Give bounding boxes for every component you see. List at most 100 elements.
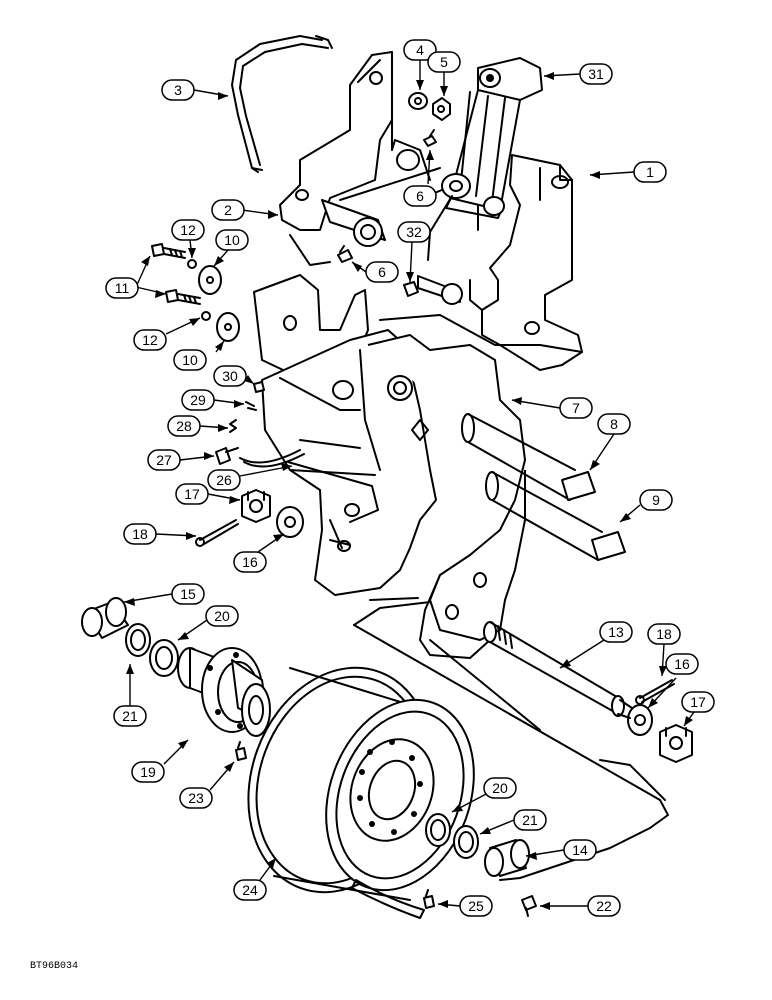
part-2-left-bracket	[279, 51, 479, 266]
callout-20-right-label: 20	[492, 780, 508, 796]
callout-4-label: 4	[416, 42, 424, 58]
callout-18-left: 18	[123, 523, 197, 545]
part-6-fitting-lower	[337, 245, 353, 263]
part-17-castle-nut-left	[241, 489, 271, 523]
part-20-bearing-cone-left	[149, 639, 179, 677]
callout-21-left-label: 21	[122, 708, 138, 724]
figure-code: BT96B034	[30, 961, 79, 972]
callout-17-right: 17	[681, 691, 715, 727]
callout-20-right: 20	[451, 777, 517, 813]
callout-17-left-label: 17	[184, 486, 200, 502]
callout-12-upper: 12	[171, 219, 205, 259]
callout-16-right: 16	[647, 653, 699, 709]
part-11-bolt-lower	[165, 289, 201, 305]
part-14-bushing-right	[484, 839, 530, 877]
callout-18-left-label: 18	[132, 526, 148, 542]
callout-22-label: 22	[596, 898, 612, 914]
callout-2-label: 2	[224, 202, 232, 218]
callout-7-label: 7	[572, 400, 580, 416]
callout-3-label: 3	[174, 82, 182, 98]
part-12-lockwasher-upper	[187, 259, 197, 269]
callout-12-upper-label: 12	[180, 222, 196, 238]
callout-32-label: 32	[406, 224, 422, 240]
part-12-lockwasher-lower	[201, 311, 211, 321]
callout-6-lower-label: 6	[378, 264, 386, 280]
part-29-spring-clip	[245, 401, 257, 411]
callout-15-label: 15	[180, 586, 196, 602]
callout-16-left: 16	[233, 533, 285, 573]
callout-8: 8	[589, 413, 631, 471]
callout-5: 5	[427, 51, 461, 96]
part-16-washer-right	[627, 704, 653, 736]
parts-artwork	[81, 35, 693, 919]
callout-25: 25	[437, 895, 493, 917]
part-30-plug	[253, 381, 265, 393]
part-22-screw	[521, 895, 537, 917]
callout-9-label: 9	[652, 492, 660, 508]
part-27-screw	[215, 447, 239, 465]
callout-10-lower-label: 10	[182, 352, 198, 368]
callout-21-right: 21	[479, 809, 547, 835]
part-21-bearing-cup-right	[453, 825, 479, 859]
callout-32: 32	[397, 221, 431, 283]
part-32-fitting	[403, 275, 463, 305]
callout-18-right-label: 18	[656, 626, 672, 642]
callout-5-label: 5	[440, 54, 448, 70]
part-21-bearing-cup-left	[125, 623, 151, 657]
callout-23-label: 23	[188, 790, 204, 806]
part-25-fitting	[423, 889, 435, 909]
callout-2: 2	[211, 199, 279, 221]
part-18-cotter-pin-left	[195, 519, 239, 547]
callout-14: 14	[525, 839, 597, 861]
callout-28-label: 28	[176, 418, 192, 434]
callout-16-right-label: 16	[674, 656, 690, 672]
part-9-pin	[485, 471, 626, 561]
callout-13: 13	[559, 621, 633, 669]
callout-24: 24	[233, 857, 277, 901]
callout-21-left: 21	[113, 664, 147, 727]
callout-10-upper: 10	[213, 229, 249, 267]
part-6-fitting-upper	[423, 129, 437, 147]
part-7-main-plate	[253, 274, 669, 881]
callout-16-left-label: 16	[242, 554, 258, 570]
part-19-hub	[177, 647, 271, 737]
part-20-bearing-cone-right	[425, 813, 451, 847]
callout-7: 7	[511, 397, 593, 419]
callout-6-upper: 6	[403, 149, 437, 207]
callout-17-right-label: 17	[690, 694, 706, 710]
part-17-castle-nut-right	[659, 724, 693, 763]
callout-13-label: 13	[608, 624, 624, 640]
callout-29-label: 29	[190, 392, 206, 408]
callout-20-left-label: 20	[214, 608, 230, 624]
callout-22: 22	[540, 895, 621, 917]
callout-19: 19	[131, 739, 189, 783]
callout-19-label: 19	[140, 764, 156, 780]
part-16-washer-left	[276, 506, 304, 538]
callout-3: 3	[161, 79, 229, 101]
callout-26: 26	[207, 463, 293, 491]
part-23-fitting	[235, 741, 247, 761]
callout-30: 30	[213, 365, 255, 387]
part-5-nut	[432, 97, 451, 121]
callout-28: 28	[167, 415, 229, 437]
callout-15: 15	[123, 583, 205, 606]
callout-11-label: 11	[115, 280, 130, 296]
part-15-bushing-left	[81, 597, 129, 639]
part-31-cylinder	[427, 57, 543, 261]
callouts: 1 2 3 4 5 6 6	[105, 39, 715, 917]
callout-31-label: 31	[588, 66, 604, 82]
callout-24-label: 24	[242, 882, 258, 898]
part-3-u-handle	[231, 35, 333, 173]
part-13-axle	[483, 621, 633, 719]
part-26-spring	[239, 449, 305, 468]
callout-14-label: 14	[572, 842, 588, 858]
callout-17-left: 17	[175, 483, 241, 505]
callout-10-upper-label: 10	[224, 232, 240, 248]
callout-29: 29	[181, 389, 245, 411]
part-28-ball	[229, 419, 237, 433]
part-10-washer-lower	[216, 312, 240, 342]
part-8-pin	[461, 413, 596, 501]
callout-10-lower: 10	[173, 340, 225, 371]
callout-6-upper-label: 6	[416, 188, 424, 204]
